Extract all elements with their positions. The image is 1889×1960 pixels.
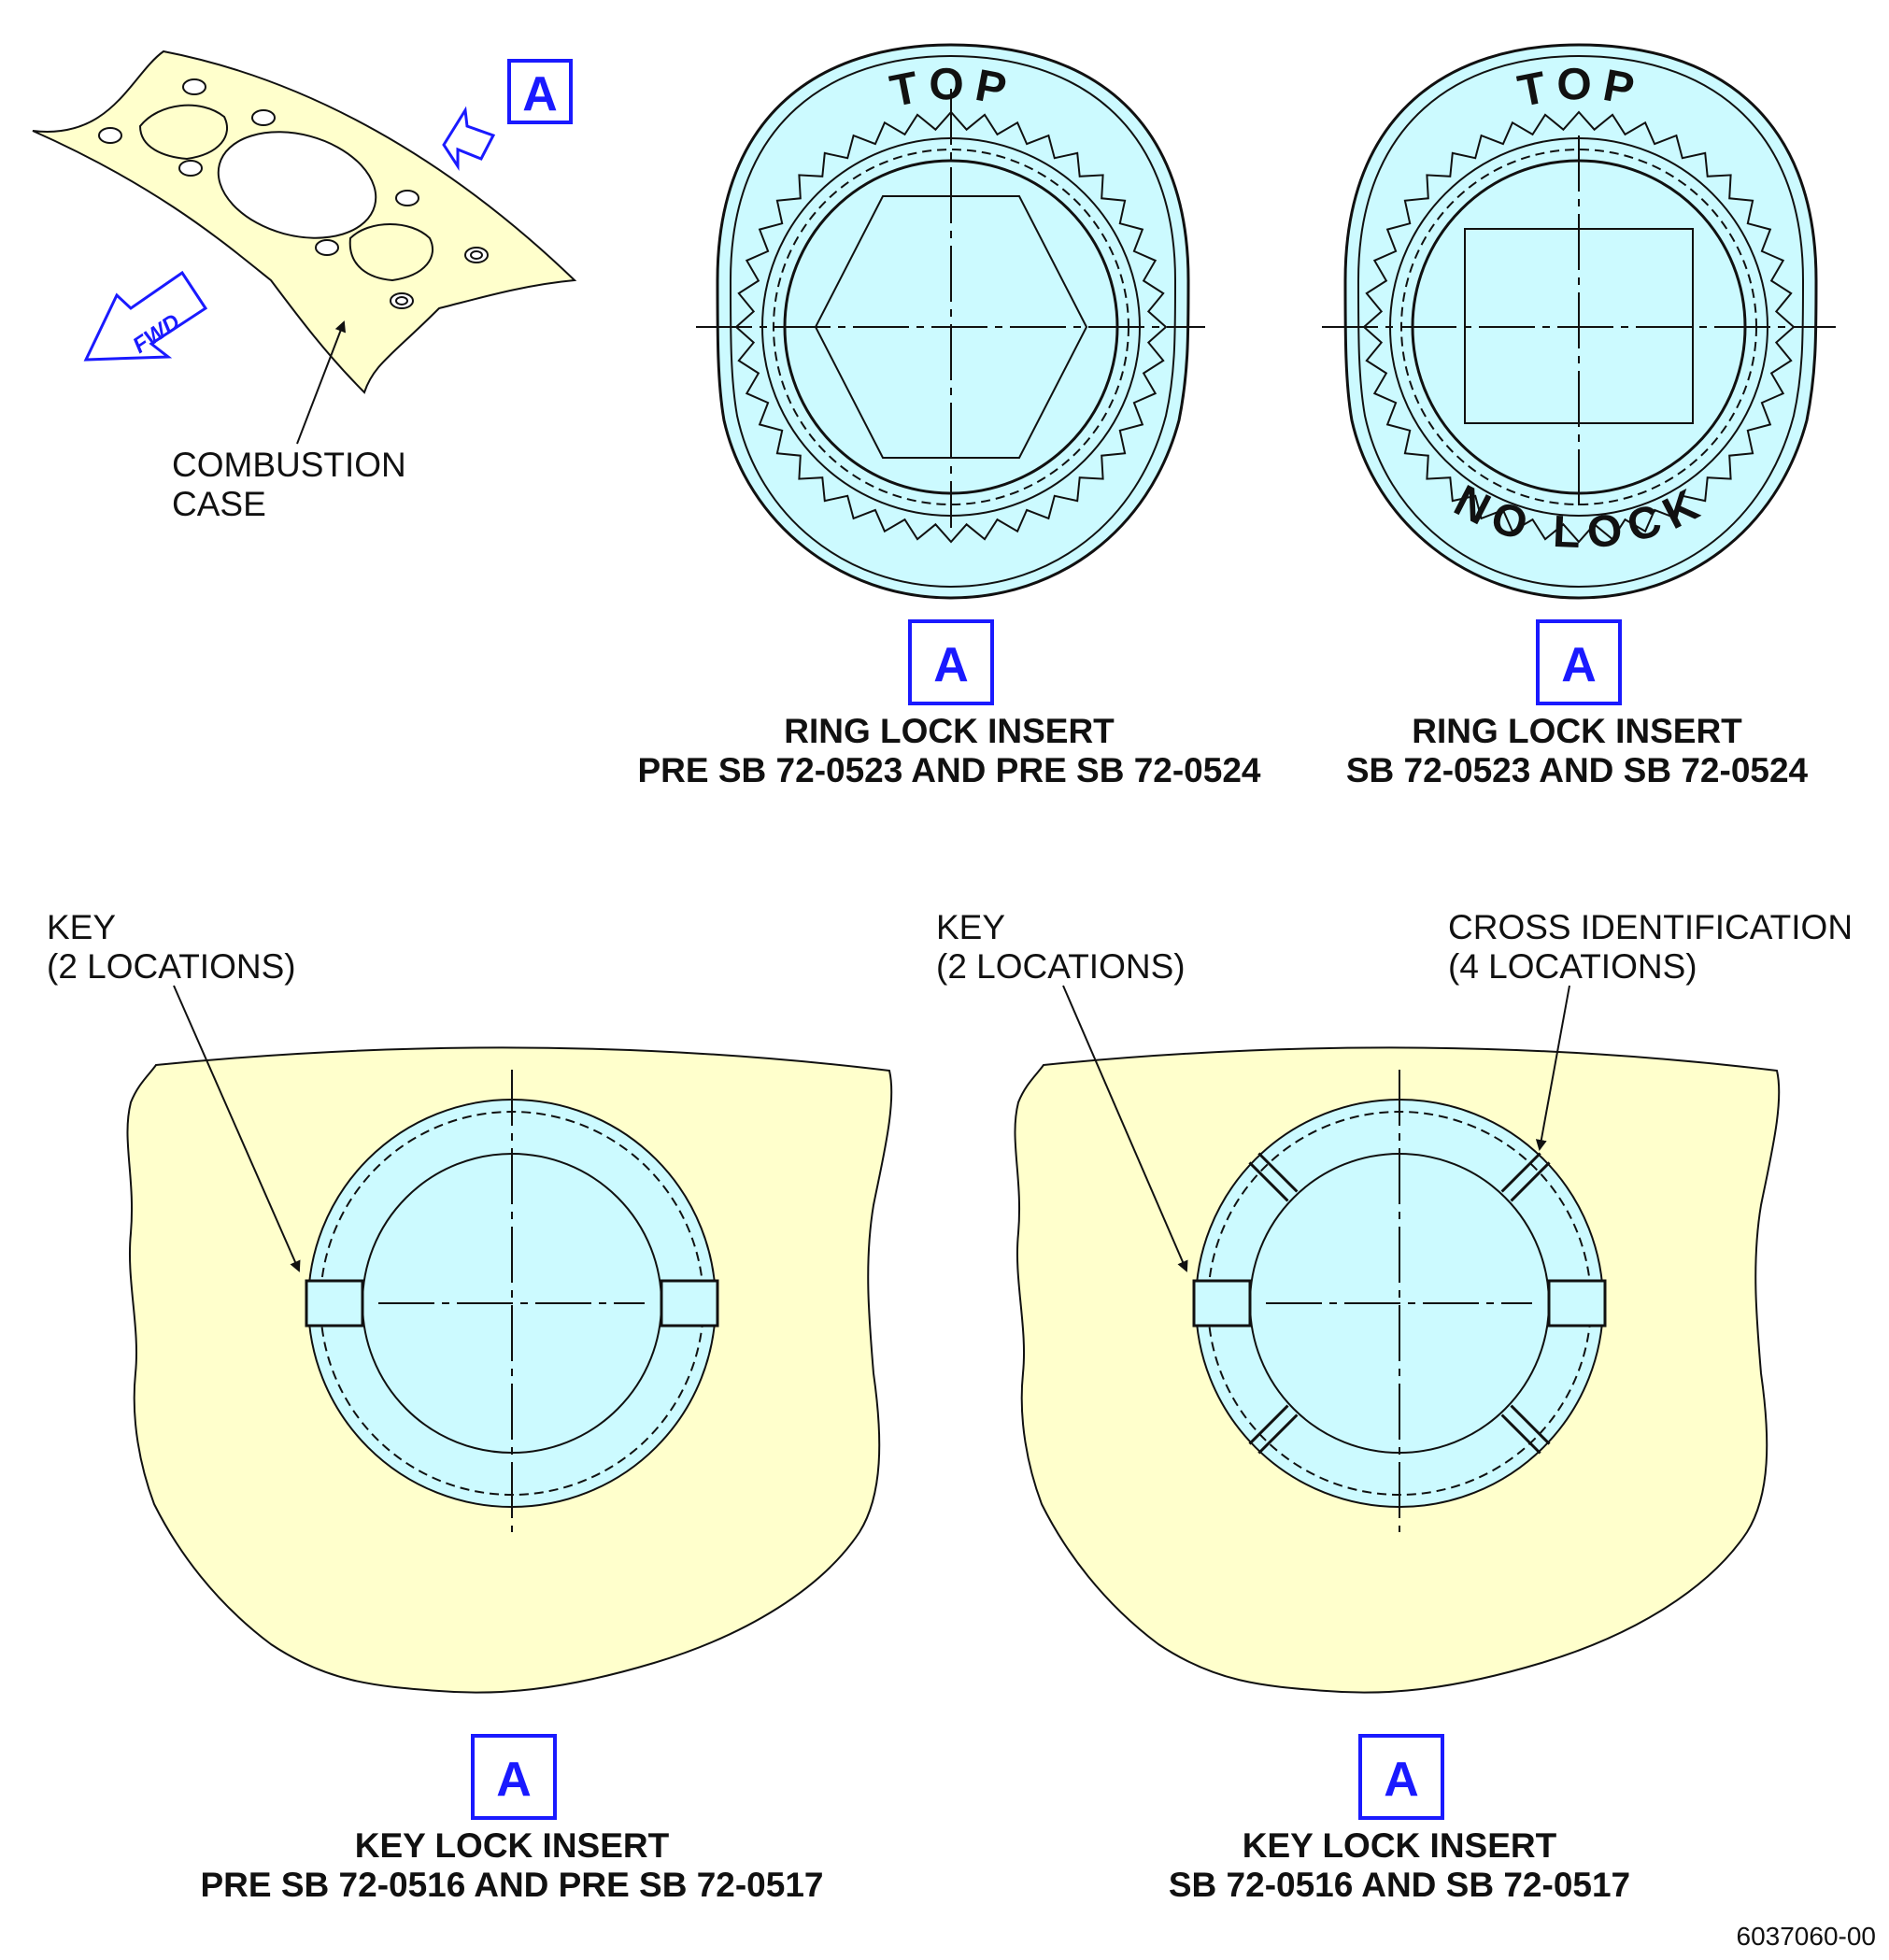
key-pre-key-left: [305, 1279, 364, 1328]
ring-post-caption-line1: RING LOCK INSERT: [1412, 712, 1742, 750]
key-post-key-right: [1547, 1279, 1607, 1328]
ring-post-outer-body-inner-edge: [1356, 54, 1805, 589]
cross-identification-mark-4-1: [1248, 1161, 1289, 1202]
key-post-callout-line1: KEY: [936, 908, 1005, 946]
cross-identification-mark-3-1: [1257, 1413, 1299, 1455]
ring-pre-view-ref-box: [908, 619, 994, 705]
combustion-case-leader: [296, 320, 347, 445]
combustion-case-label-line2: CASE: [172, 485, 266, 523]
ring-pre-view-ref: A: [933, 638, 969, 692]
ring-pre-caption-line1: RING LOCK INSERT: [784, 712, 1115, 750]
key-pre-callout-line2: (2 LOCATIONS): [47, 947, 296, 986]
key-post-cross-leader: [1535, 985, 1570, 1151]
key-post-callout-line2: (2 LOCATIONS): [936, 947, 1186, 986]
case-boss-2: [348, 223, 434, 282]
combustion-case-label-line1: COMBUSTION: [172, 446, 406, 484]
cross-identification-mark-1-2: [1510, 1161, 1551, 1202]
cross-identification-mark-4-2: [1257, 1152, 1299, 1193]
cross-identification-mark-1-1: [1500, 1152, 1541, 1193]
case-hole-2: [251, 109, 276, 126]
cross-identification-mark-2-1: [1510, 1404, 1551, 1445]
ring-lock-insert-pre-view: TOP A RING LOCK INSERT PRE SB 72-0523 AN…: [638, 43, 1261, 789]
ring-lock-insert-post-view: TOP NO LOCK A RING LOCK INSERT SB 72-052…: [1322, 43, 1836, 789]
case-hole-4: [178, 160, 203, 177]
key-post-cross-callout-line1: CROSS IDENTIFICATION: [1448, 908, 1853, 946]
key-pre-leader: [173, 985, 301, 1272]
key-pre-view-ref: A: [496, 1753, 532, 1807]
case-hole-3: [98, 127, 122, 144]
key-pre-view-ref-box: [471, 1734, 557, 1820]
view-direction-arrow: [442, 106, 496, 172]
key-post-key-leader: [1062, 985, 1188, 1272]
overview-view-ref-box: [507, 59, 573, 124]
case-boss-1: [138, 104, 229, 161]
case-hole-1: [182, 78, 206, 95]
key-post-view-ref: A: [1384, 1753, 1419, 1807]
ring-pre-top-text: TOP: [887, 60, 1019, 117]
key-post-caption-line2: SB 72-0516 AND SB 72-0517: [1169, 1866, 1630, 1904]
key-pre-callout-line1: KEY: [47, 908, 116, 946]
ring-post-top-text: TOP: [1514, 60, 1647, 117]
key-pre-caption-line1: KEY LOCK INSERT: [355, 1826, 670, 1865]
case-hole-5: [395, 190, 419, 206]
fwd-arrow: [83, 270, 208, 362]
key-post-key-left: [1192, 1279, 1252, 1328]
cross-identification-mark-2-2: [1500, 1413, 1541, 1455]
key-lock-insert-pre-view: KEY (2 LOCATIONS) A KEY LOCK INSERT PRE …: [47, 908, 893, 1904]
key-post-caption-line1: KEY LOCK INSERT: [1243, 1826, 1557, 1865]
case-hole-7-inner: [470, 250, 483, 260]
key-post-view-ref-box: [1358, 1734, 1444, 1820]
ring-post-caption-line2: SB 72-0523 AND SB 72-0524: [1346, 751, 1809, 789]
case-hole-8-inner: [395, 296, 408, 305]
ring-pre-outer-body-inner-edge: [729, 54, 1177, 589]
ring-post-view-ref-box: [1536, 619, 1622, 705]
combustion-case-overview: A FWD COMBUSTION CASE: [32, 50, 577, 523]
key-post-cross-marks: [1248, 1152, 1551, 1455]
overview-view-ref: A: [522, 67, 558, 121]
key-lock-insert-post-view: KEY (2 LOCATIONS) CROSS IDENTIFICATION (…: [936, 908, 1853, 1904]
key-pre-caption-line2: PRE SB 72-0516 AND PRE SB 72-0517: [201, 1866, 824, 1904]
key-pre-key-right: [660, 1279, 719, 1328]
ring-post-view-ref: A: [1561, 638, 1597, 692]
cross-identification-mark-3-2: [1248, 1404, 1289, 1445]
key-post-cross-callout-line2: (4 LOCATIONS): [1448, 947, 1697, 986]
case-large-port: [217, 131, 377, 239]
case-hole-6: [315, 239, 339, 256]
figure-number: 6037060-00: [1737, 1922, 1876, 1951]
ring-pre-caption-line2: PRE SB 72-0523 AND PRE SB 72-0524: [638, 751, 1261, 789]
